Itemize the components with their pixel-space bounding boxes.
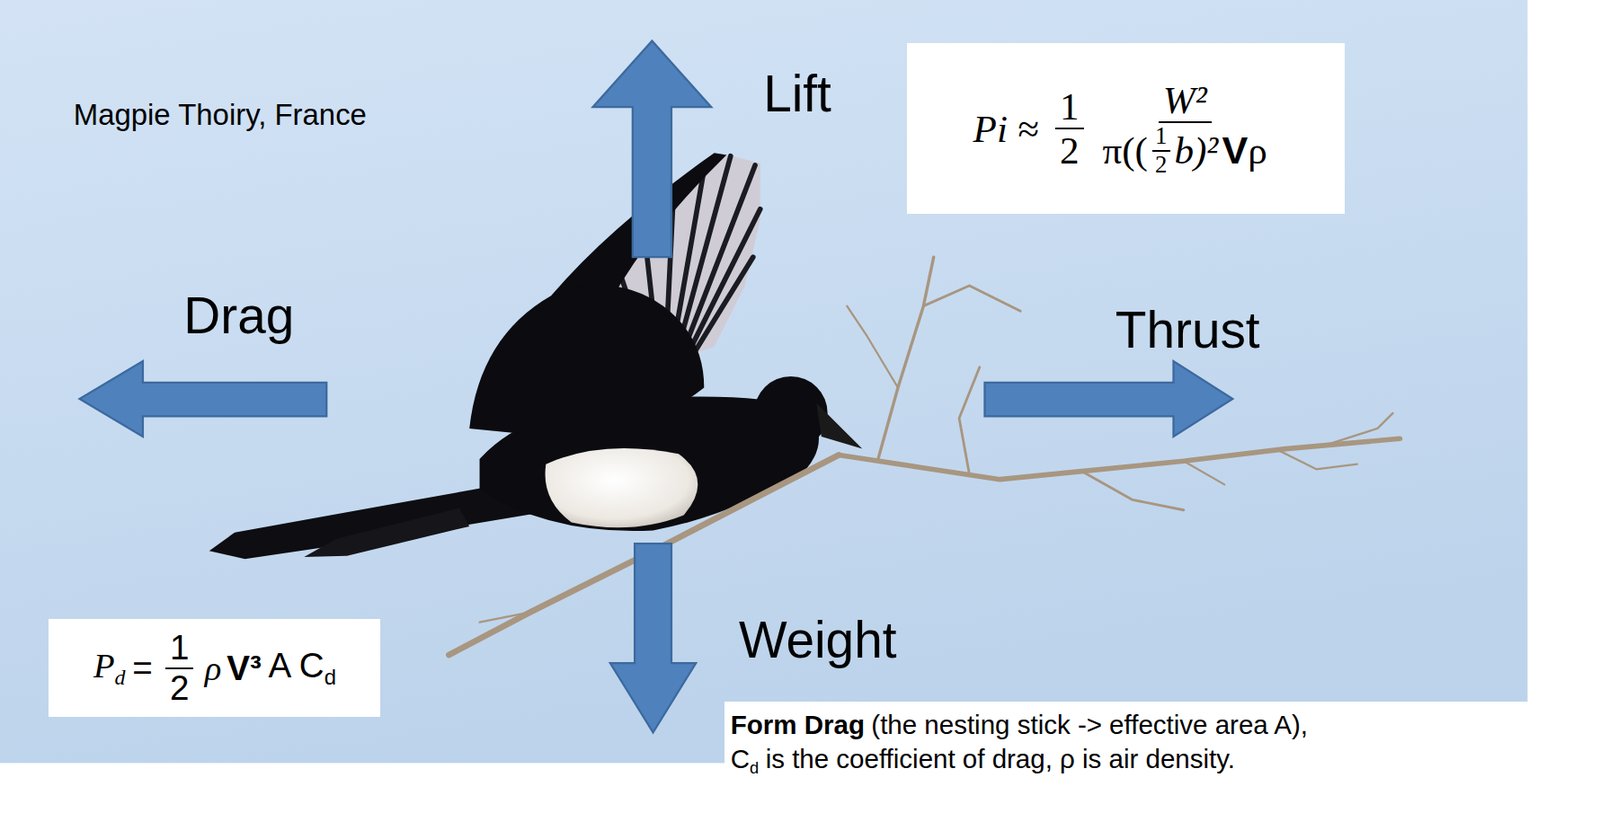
fraction: 12 [165,629,194,708]
force-label: Thrust [1115,301,1261,360]
force-label: Weight [738,611,898,670]
fraction: W²π((12b)²Vρ [1097,79,1272,178]
text-slot: A C [267,646,324,685]
formula-grp: Pd [93,646,126,692]
text-slot: = [132,648,153,689]
formula-text: W² [1163,79,1208,122]
text-slot: d [324,646,337,685]
denominator: 2 [1055,129,1085,172]
drag-arrow [80,361,328,437]
text-slot: is the coefficient of drag, ρ is air den… [765,744,1236,774]
text-slot: (the nesting stick -> effective area A), [871,710,1308,740]
note-text: d [749,758,759,778]
bird-belly [545,448,699,528]
text-slot: 1 [1155,122,1167,150]
text-slot: π(( [1102,129,1148,172]
photo-credit: Magpie Thoiry, France [73,97,367,133]
nesting-stick [448,257,1400,656]
formula-text: π(( [1102,129,1148,172]
text-slot: 2 [1155,151,1167,178]
force-label: Drag [183,286,294,346]
node-content: Pi ≈12W²π((12b)²Vρ [973,79,1280,178]
text-slot: 2 [1059,128,1080,172]
text-slot: d [115,646,126,685]
formula-text: ρ [1247,129,1268,172]
text-slot: 2 [169,668,189,708]
numerator: 1 [1152,123,1171,152]
numerator: 1 [165,629,194,669]
formula-text: 1 [169,628,189,667]
text-slot: ρ [1247,129,1268,172]
text-slot: 1 [169,628,189,667]
formula-row: Pd=12ρV³A Cd [93,629,337,708]
node-content: Pd=12ρV³A Cd [93,629,337,708]
thrust-arrow [984,361,1233,437]
text-slot: W² [1163,78,1208,122]
formula-text: 2 [1059,129,1080,172]
formula-text: V³ [226,648,262,688]
sky-photo [0,0,1528,764]
numerator: 1 [1055,85,1085,130]
text-slot: d [749,744,759,774]
text-slot: Pi ≈ [973,106,1040,152]
text-slot: b)² [1173,129,1218,172]
magpie-bird [209,152,863,560]
text-slot: ρ [204,648,223,689]
formula-text: V [1222,128,1249,172]
bird-tail [303,507,470,558]
formula-text: ρ [204,649,223,688]
weight-arrow [610,543,696,733]
note-text: C [730,744,750,774]
formula-box: Pi ≈12W²π((12b)²Vρ [906,43,1345,215]
node-content: Form Drag(the nesting stick -> effective… [730,708,1308,780]
note-box: Form Drag(the nesting stick -> effective… [724,702,1600,813]
formula-row: Pi ≈12W²π((12b)²Vρ [973,79,1280,178]
formula-text: b)² [1173,129,1218,172]
bird-head [754,376,828,451]
formula-text: Pi ≈ [973,107,1040,151]
denominator: 2 [165,669,194,708]
formula-text: 2 [169,668,189,708]
note-text: (the nesting stick -> effective area A), [871,710,1308,740]
formula-text: 1 [1059,85,1080,128]
fraction: 12 [1152,123,1171,178]
bird-beak [816,403,863,450]
denominator: π((12b)²Vρ [1097,123,1272,178]
formula-row: π((12b)²Vρ [1102,123,1267,178]
text-slot: V³ [226,648,262,689]
formula-text: 2 [1155,151,1167,178]
formula-text: = [132,648,153,688]
note-text: is the coefficient of drag, ρ is air den… [765,744,1236,774]
formula-text: A C [267,646,324,685]
note-text: Form Drag [730,710,865,740]
text-slot: C [730,744,750,774]
formula-text: d [115,666,126,690]
formula-box: Pd=12ρV³A Cd [48,619,381,718]
text-slot: V [1222,129,1249,172]
formula-text: d [324,665,337,690]
fraction: 12 [1055,85,1085,173]
formula-line: Form Drag(the nesting stick -> effective… [730,708,1308,743]
formula-text: 1 [1155,122,1167,150]
denominator: 2 [1152,151,1171,178]
numerator: W² [1158,79,1212,124]
text-slot: Form Drag [730,710,865,740]
wing-coverts [469,284,704,439]
formula-grp: A Cd [267,646,337,692]
text-slot: 1 [1059,84,1080,128]
force-label: Lift [763,64,832,124]
formula-text: P [93,647,116,685]
formula-line: Cdis the coefficient of drag, ρ is air d… [730,742,1308,780]
text-slot: P [93,646,116,685]
lift-arrow [593,40,712,258]
